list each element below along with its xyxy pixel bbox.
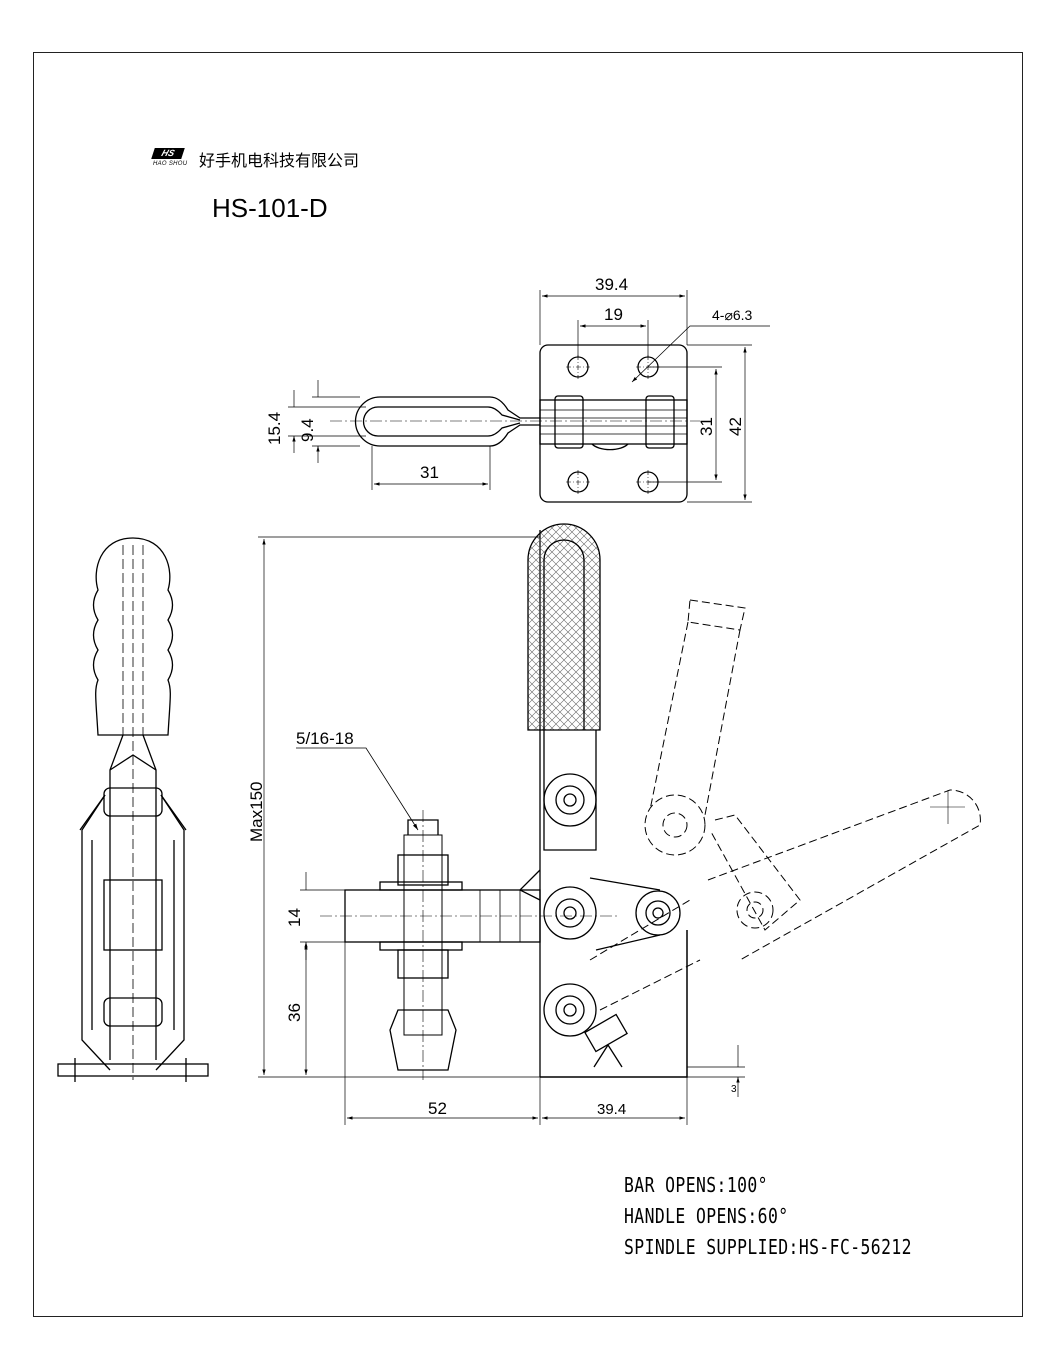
note-bar-opens: BAR OPENS:100° <box>624 1173 768 1197</box>
logo-subtext: HAO SHOU <box>153 161 188 167</box>
model-number: HS-101-D <box>212 193 328 223</box>
dim-top-width: 39.4 <box>595 275 628 294</box>
dim-handle-length: 31 <box>420 463 439 482</box>
dim-holes: 4-⌀6.3 <box>712 307 753 323</box>
dim-base-length: 39.4 <box>597 1101 626 1118</box>
hs-logo: HS HAO SHOU <box>151 146 193 172</box>
dim-bar-height: 14 <box>285 908 304 927</box>
note-spindle-supplied: SPINDLE SUPPLIED:HS-FC-56212 <box>624 1235 912 1259</box>
dim-spindle-height: 36 <box>285 1003 304 1022</box>
dim-reach: 52 <box>428 1099 447 1118</box>
dim-handle-inner: 9.4 <box>298 418 317 442</box>
top-view <box>288 290 770 503</box>
dim-handle-width: 15.4 <box>265 412 284 445</box>
dim-hole-spacing-y: 31 <box>697 417 716 436</box>
brand-header: HS HAO SHOU 好手机电科技有限公司 <box>151 146 360 172</box>
front-view <box>57 537 209 1082</box>
notes-block: BAR OPENS:100° HANDLE OPENS:60° SPINDLE … <box>624 1170 912 1263</box>
base-plate-top <box>539 344 688 503</box>
side-view <box>258 523 981 1125</box>
note-handle-opens: HANDLE OPENS:60° <box>624 1204 789 1228</box>
drawing-frame <box>33 52 1023 1317</box>
dim-thread: 5/16-18 <box>296 729 354 748</box>
dim-max-height: Max150 <box>247 782 266 842</box>
dim-base-height: 42 <box>726 417 745 436</box>
dim-base-thick: 3 <box>731 1084 737 1095</box>
company-name: 好手机电科技有限公司 <box>199 151 360 170</box>
dim-hole-spacing-x: 19 <box>604 305 623 324</box>
